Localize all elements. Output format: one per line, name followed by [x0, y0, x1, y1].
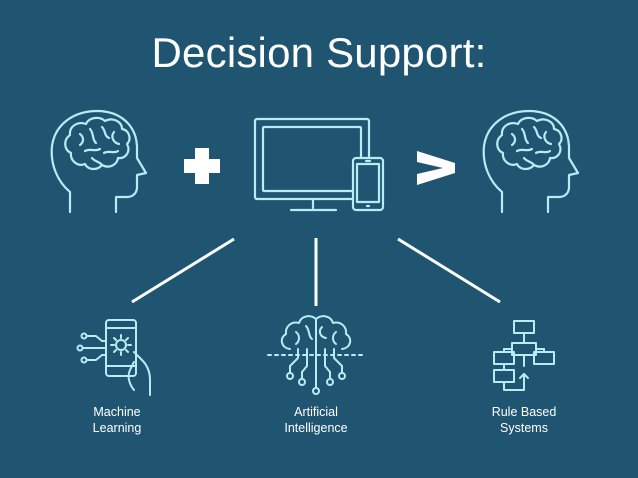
- rule-based-systems-label: Rule Based Systems: [454, 404, 594, 436]
- plus-operator: [184, 148, 220, 184]
- machine-learning-label-line1: Machine: [93, 405, 141, 419]
- machine-learning-label: Machine Learning: [47, 404, 187, 436]
- slide-title: Decision Support:: [151, 29, 487, 76]
- rule-based-systems-label-line1: Rule Based: [491, 405, 557, 419]
- computer-and-phone-icon: [253, 117, 385, 212]
- right-head-brain-icon: [482, 109, 580, 214]
- rule-based-systems-label-line2: Systems: [500, 421, 548, 435]
- artificial-intelligence-label-line2: Intelligence: [284, 421, 348, 435]
- flowchart-icon: [493, 320, 555, 391]
- left-head-brain-icon: [50, 109, 148, 214]
- mobile-gear-ai-icon: [76, 319, 151, 396]
- greater-than-operator: [417, 151, 455, 185]
- artificial-intelligence-label-line1: Artificial: [294, 405, 338, 419]
- machine-learning-label-line2: Learning: [92, 421, 142, 435]
- artificial-intelligence-label: Artificial Intelligence: [246, 404, 386, 436]
- brain-circuit-icon: [267, 315, 364, 395]
- connector-line-right: [397, 237, 501, 304]
- connector-line-left: [131, 237, 235, 304]
